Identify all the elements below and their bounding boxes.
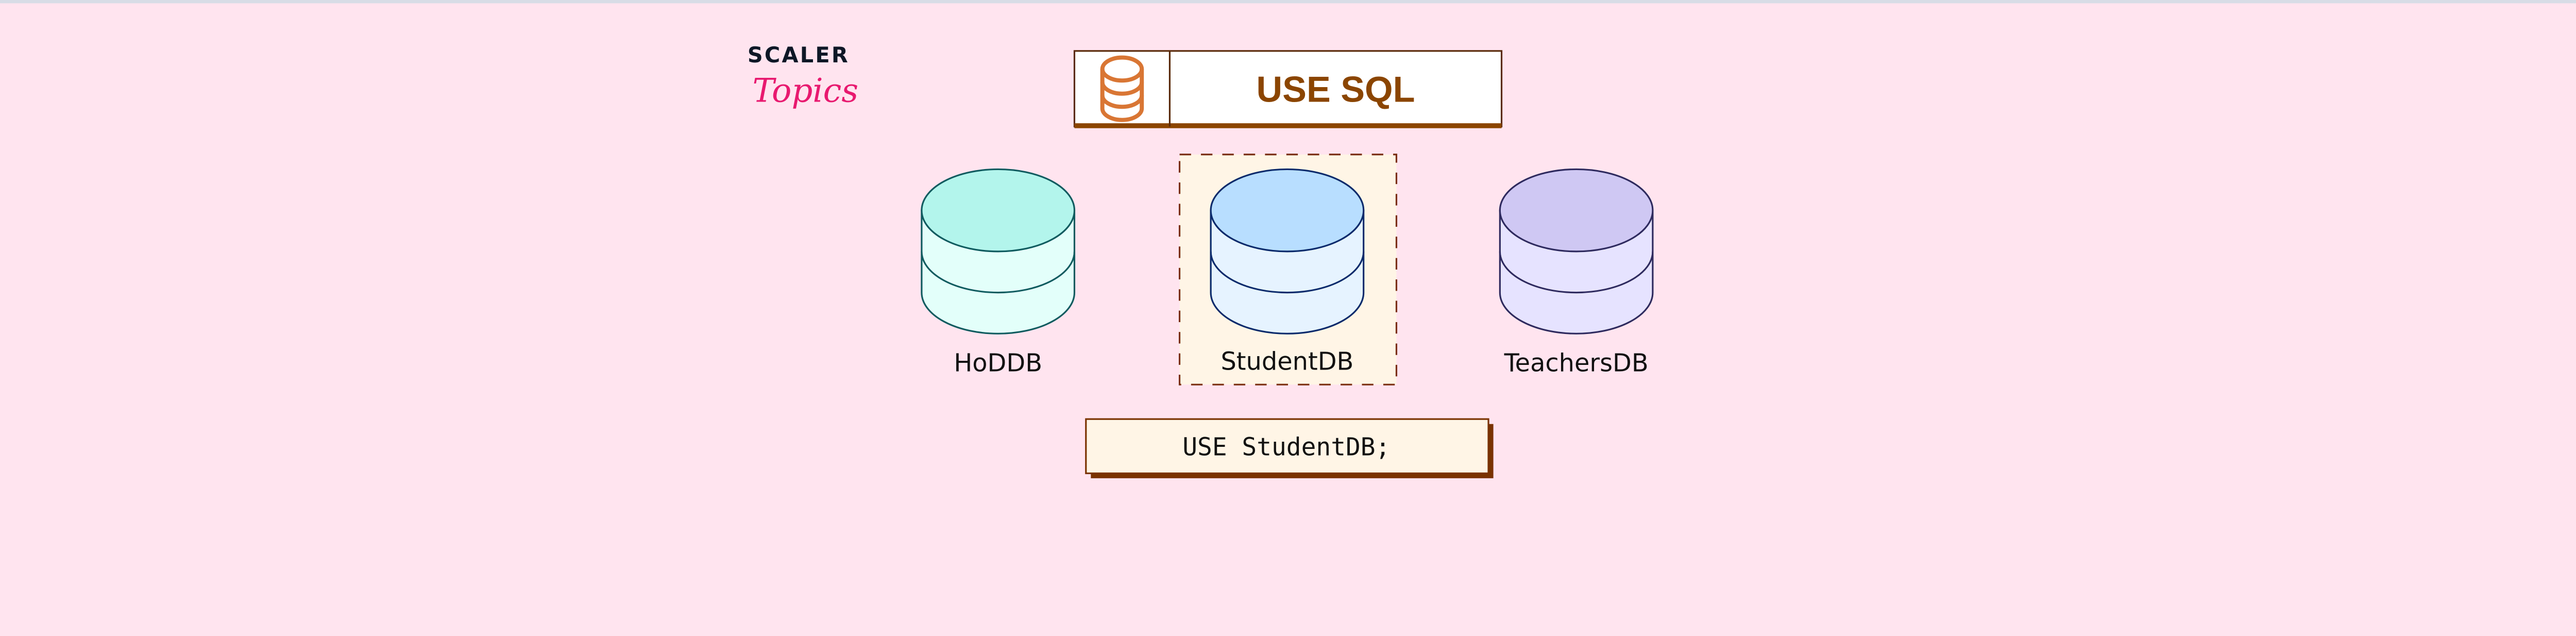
cylinder-ring (1210, 251, 1365, 294)
logo-scaler: SCALER (748, 43, 850, 68)
database-group: HoDDB StudentDB TeachersDB (921, 168, 1654, 378)
database-icon (1100, 55, 1144, 122)
title-text: USE SQL (1257, 69, 1415, 110)
scaler-topics-logo: SCALER Topics (748, 43, 858, 110)
command-box: USE StudentDB; (1085, 418, 1494, 478)
cylinder-top (921, 168, 1076, 253)
command-text: USE StudentDB; (1182, 433, 1390, 461)
diagram: SCALER Topics USE SQL HoDDB StudentDB Teac… (0, 0, 2576, 478)
cylinder-top (1499, 168, 1654, 253)
cylinder-ring (1499, 251, 1654, 294)
cylinder-ring (921, 251, 1076, 294)
database-label: StudentDB (1221, 347, 1353, 376)
database-studentdb: StudentDB (1210, 168, 1365, 376)
database-label: HoDDB (954, 349, 1042, 378)
logo-topics: Topics (752, 72, 858, 110)
database-hoddb: HoDDB (921, 168, 1076, 378)
top-border (0, 0, 2576, 4)
database-label: TeachersDB (1504, 349, 1649, 378)
database-teachersdb: TeachersDB (1499, 168, 1654, 378)
title-box: USE SQL (1073, 50, 1503, 128)
cylinder-top (1210, 168, 1365, 253)
